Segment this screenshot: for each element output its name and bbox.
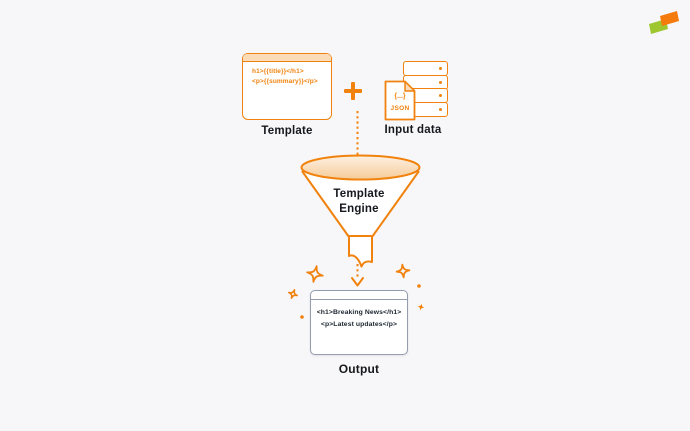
logo-orange-shape (660, 11, 679, 26)
output-code-line: <h1>Breaking News</h1> (316, 309, 402, 316)
sparkle-icon (396, 264, 410, 278)
funnel-label: Template Engine (303, 187, 415, 216)
sparkle-icon (417, 303, 425, 311)
sparkle-icon (287, 288, 298, 299)
arrow-down-dashed-icon (351, 264, 364, 287)
funnel-label-line: Template (333, 188, 385, 200)
template-code-line: <p>{{summary}}</p> (252, 78, 318, 85)
funnel-mouth (300, 154, 421, 181)
brand-logo (649, 11, 679, 34)
output-code-line: <p>Latest updates</p> (320, 320, 398, 328)
row-dot-icon (439, 94, 442, 97)
sparkles-decoration (280, 258, 425, 319)
data-row (403, 61, 448, 76)
template-window-titlebar (243, 54, 331, 62)
folded-corner-icon (404, 80, 416, 92)
row-dot-icon (439, 80, 442, 84)
funnel-spout (348, 235, 373, 268)
template-code-line: h1>{{title}}</h1> (252, 68, 304, 75)
sparkle-icon (306, 265, 324, 283)
row-dot-icon (439, 67, 442, 70)
funnel-label-line: Engine (339, 202, 379, 215)
output-window-titlebar (311, 291, 407, 300)
output-label: Output (338, 362, 380, 376)
json-file-icon (384, 80, 416, 121)
output-window: <h1>Breaking News</h1> <p>Latest updates… (310, 290, 408, 355)
funnel-icon (300, 154, 421, 268)
json-file-type: JSON (390, 105, 410, 112)
plus-icon (341, 79, 365, 103)
dot-icon (417, 284, 421, 288)
json-file-brace: {...} (394, 93, 406, 100)
input-data-label: Input data (384, 124, 442, 136)
template-window: h1>{{title}}</h1> <p>{{summary}}</p> (242, 53, 332, 120)
dot-icon (300, 315, 304, 319)
row-dot-icon (439, 107, 442, 111)
template-label: Template (261, 125, 313, 137)
plus-icon-bar (344, 89, 362, 93)
